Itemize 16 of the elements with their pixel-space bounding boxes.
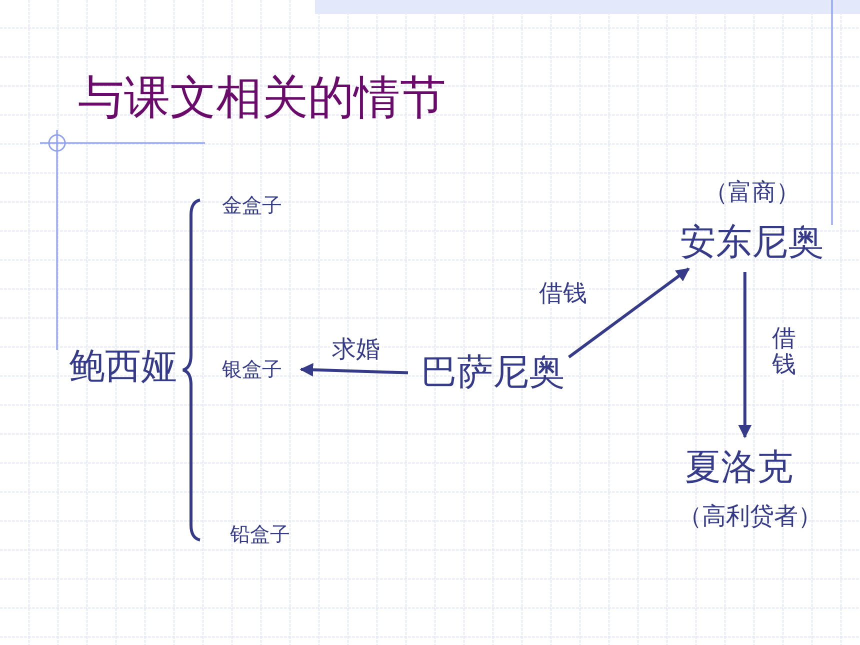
node-caption: （高利贷者） <box>677 502 823 530</box>
node-text: 鲍西娅 <box>64 346 182 388</box>
edge-label: 求婚 <box>330 336 382 362</box>
edge-label: 借钱 <box>537 280 589 306</box>
node-text: 铅盒子 <box>223 522 297 546</box>
node-text: 巴萨尼奥 <box>414 352 572 394</box>
arrow <box>738 272 752 438</box>
title: 与课文相关的情节 <box>78 74 446 120</box>
node-text: 金盒子 <box>215 193 289 217</box>
node-text: 夏洛克 <box>680 447 798 489</box>
arrow <box>300 363 408 377</box>
node-caption: （富商） <box>703 178 801 206</box>
node-text: 银盒子 <box>215 357 289 381</box>
arrow <box>568 268 690 358</box>
node-text: 安东尼奥 <box>673 222 831 264</box>
edge-label: 借钱 <box>770 324 798 379</box>
